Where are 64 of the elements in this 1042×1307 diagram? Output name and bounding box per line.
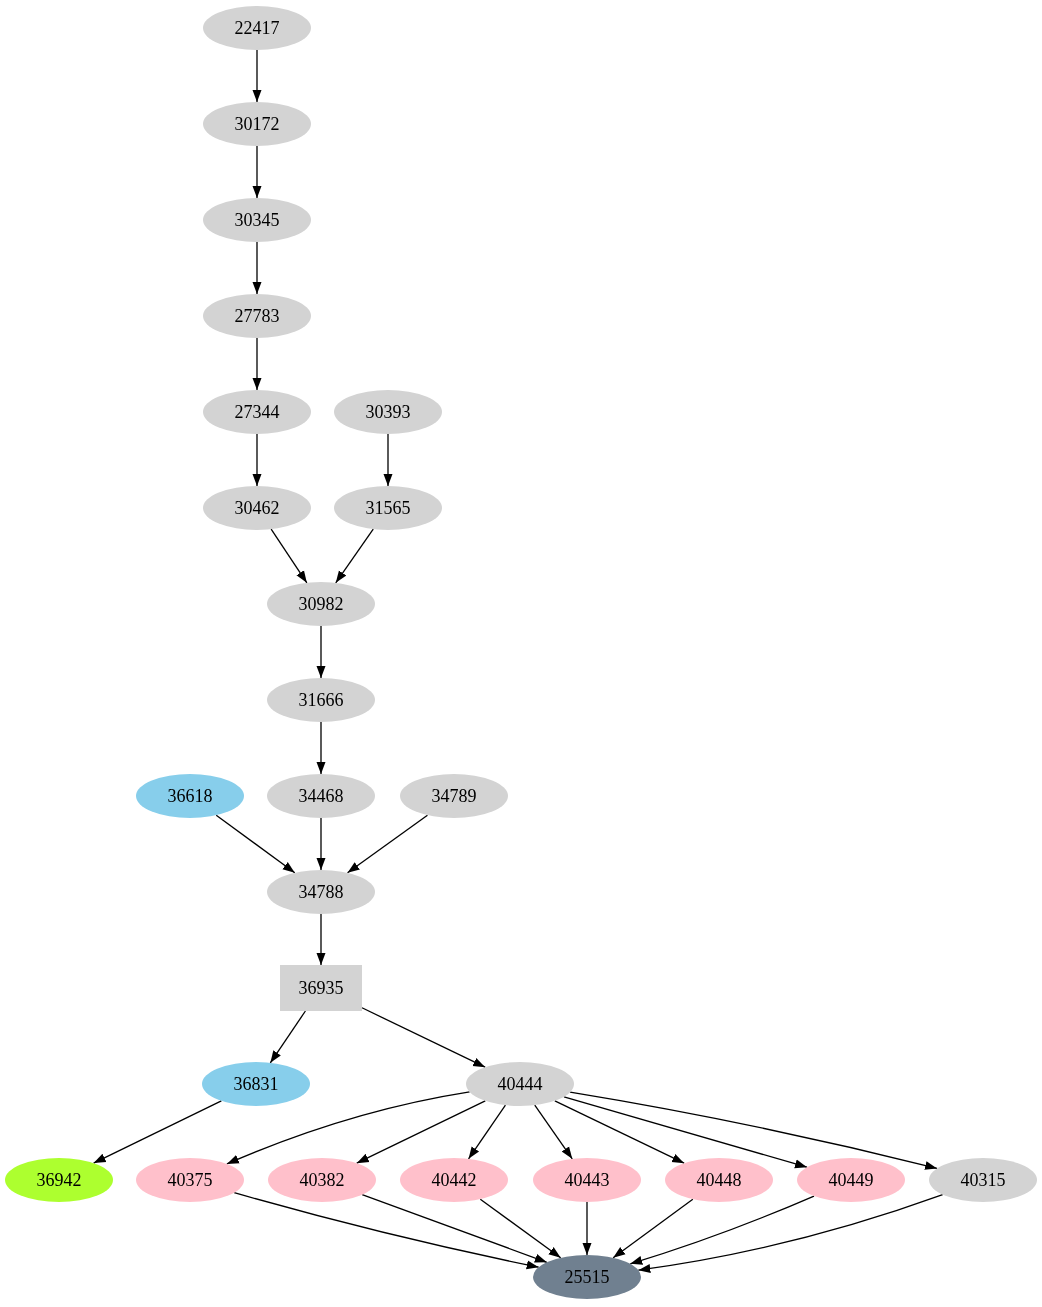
arrow [582,1201,592,1256]
arrow [563,1096,808,1169]
arrow [252,337,262,391]
arrow [252,241,262,295]
node-label: 30345 [234,209,280,231]
arrow [226,1091,471,1165]
node-label: 36942 [36,1169,82,1191]
arrow [233,1192,540,1270]
arrow [361,1007,486,1068]
ellipse-node [466,1062,574,1106]
arrow [356,1100,486,1164]
node-label: 30172 [234,113,280,135]
node-label: 34788 [298,881,344,903]
arrow [534,1104,573,1160]
arrow [479,1198,562,1259]
arrow [383,433,393,487]
ellipse-node [533,1255,641,1299]
node-label: 30393 [365,401,411,423]
node-label: 40442 [431,1169,477,1191]
arrow [316,913,326,966]
node-label: 36831 [233,1073,279,1095]
arrow [361,1194,548,1263]
arrow [93,1100,222,1164]
node-label: 27783 [234,305,280,327]
arrow [316,625,326,679]
node-label: 22417 [234,17,280,39]
ellipse-node [797,1158,905,1202]
node-label: 40443 [564,1169,610,1191]
arrow [270,528,308,584]
ellipse-node [929,1158,1037,1202]
arrow [316,817,326,871]
node-label: 40375 [167,1169,213,1191]
box-node [280,965,362,1011]
arrow [335,528,374,584]
node-label: 30462 [234,497,280,519]
node-label: 40449 [828,1169,874,1191]
arrow [612,1198,694,1259]
node-label: 36618 [167,785,213,807]
node-label: 27344 [234,401,280,423]
arrow [215,814,296,874]
arrow [346,814,429,874]
node-label: 31565 [365,497,411,519]
node-label: 40444 [497,1073,543,1095]
node-label: 34789 [431,785,477,807]
node-label: 40315 [960,1169,1006,1191]
arrow [554,1100,685,1164]
node-label: 40448 [696,1169,742,1191]
node-label: 34468 [298,785,344,807]
node-label: 30982 [298,593,344,615]
arrow [569,1091,938,1170]
node-label: 40382 [299,1169,345,1191]
arrow [316,721,326,775]
node-label: 31666 [298,689,344,711]
arrow [252,433,262,487]
arrow [269,1010,307,1064]
node-label: 25515 [564,1266,610,1288]
arrow [252,145,262,199]
ellipse-node [268,1158,376,1202]
arrow [252,49,262,103]
arrow [467,1104,507,1160]
arrow [629,1195,815,1265]
arrow [637,1193,944,1273]
ellipse-node [136,1158,244,1202]
node-label: 36935 [298,977,344,999]
